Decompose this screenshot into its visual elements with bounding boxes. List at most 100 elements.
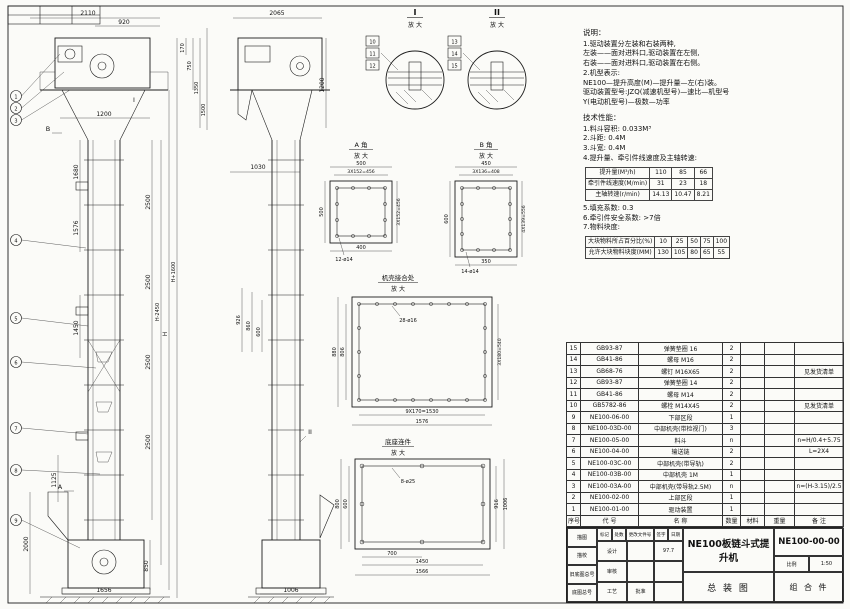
dim-label: 600	[444, 214, 450, 224]
item-ref: 12	[369, 64, 375, 70]
table-cell: 输送链	[638, 445, 723, 458]
table-cell: 螺栓 M14X45	[638, 399, 723, 412]
title-block-cell: 底图总号	[567, 583, 597, 602]
text-line: 驱动装置型号:JZQ(减速机型号)—速比—机型号	[583, 88, 730, 97]
title-block: 描图描校旧底图总号底图总号 标记处数更改文件号签字日期 设计 97.7 审核 工…	[566, 527, 844, 603]
dim-label: 500	[319, 207, 325, 217]
table-cell	[740, 353, 765, 366]
dim-label: 9X170=1530	[405, 409, 438, 415]
text-line: 2.机型表示:	[583, 68, 621, 77]
signature-cell	[627, 561, 654, 582]
detail-view-casing-joint: 机壳接合处 放 大 28-ø16 880 806 3X180=540 9X170…	[332, 273, 503, 426]
dim-label: 860	[246, 321, 252, 331]
text-line: 6.牵引件安全系数: >7倍	[583, 213, 661, 222]
text-line: 右装——面对进料口,驱动装置在右侧。	[583, 59, 705, 68]
dim-label: 4X139=556	[521, 205, 527, 233]
table-cell: 6	[566, 445, 581, 458]
table-cell: 80	[687, 247, 701, 260]
detail-view-base-plate: 底座连件 放 大 8-ø25 600 800 916 1006 700 1450…	[335, 437, 509, 576]
table-cell	[764, 480, 795, 493]
section-mark-b: B	[46, 125, 50, 133]
table-cell	[794, 491, 844, 504]
table-header-cell: 材料	[740, 514, 765, 527]
dim-label: 3X180=540	[497, 338, 503, 366]
dim-label: 880	[332, 347, 338, 357]
table-cell	[794, 353, 844, 366]
table-cell	[794, 503, 844, 516]
dim-label: 1566	[416, 569, 429, 575]
title-block-cell: 描图	[567, 528, 597, 547]
balloon-label: 6	[14, 361, 17, 367]
drawing-title: NE100板链斗式提升机	[683, 528, 774, 573]
table-cell: 2	[722, 399, 741, 412]
table-cell	[740, 468, 765, 481]
table-cell	[740, 422, 765, 435]
dim-label: 350	[481, 259, 491, 265]
table-cell	[764, 491, 795, 504]
table-header-cell: 数量	[722, 514, 741, 527]
title-block-cell: 更改文件号	[626, 528, 654, 541]
table-cell: NE100-01-00	[580, 503, 639, 516]
balloon-label: 9	[14, 519, 17, 525]
table-cell	[764, 434, 795, 447]
detail-view-b-corner: B 角 放 大 450 3X136=408 600 4X139=556 350 …	[444, 140, 527, 275]
dim-label: 1656	[96, 587, 111, 594]
title-block-cell: 描校	[567, 546, 597, 565]
table-cell: 中部机壳(带检视门)	[638, 422, 723, 435]
dim-label: 700	[387, 551, 397, 557]
text-line: 2.斗距: 0.4M	[583, 134, 626, 143]
table-cell: 85	[671, 166, 695, 179]
table-cell: 2	[566, 491, 581, 504]
scale-label: 比例	[774, 556, 809, 572]
table-cell: 下部区段	[638, 411, 723, 424]
table-cell: 螺母 M14	[638, 388, 723, 401]
table-cell: NE100-05-00	[580, 434, 639, 447]
table-cell: 2	[722, 388, 741, 401]
table-cell: 中部机壳(带导轨2.5M)	[638, 480, 723, 493]
table-cell	[740, 434, 765, 447]
sheet-frame	[7, 5, 844, 604]
table-cell: NE100-03A-00	[580, 480, 639, 493]
table-cell	[764, 388, 795, 401]
dim-label: 600	[256, 327, 262, 337]
title-block-signature-grid: 标记处数更改文件号签字日期 设计 97.7 审核 工艺 批准	[597, 528, 683, 602]
part-kind: 组 合 件	[774, 572, 844, 602]
dim-label: 1200	[96, 111, 111, 118]
date-cell	[654, 561, 683, 582]
detail-view-ii: II 放 大 13 14 15	[447, 8, 527, 110]
table-cell: GB41-86	[580, 353, 639, 366]
table-cell	[740, 457, 765, 470]
table-cell: 14.13	[649, 188, 673, 201]
section-mark-a: A	[58, 483, 63, 491]
item-ref: 14	[451, 52, 457, 58]
dim-label: 1350	[194, 82, 200, 95]
detail-title: II	[494, 8, 500, 17]
right-panel: 说明： 1.驱动装置分左装和右装两种, 左装——面对进料口,驱动装置在左侧, 右…	[563, 6, 844, 603]
holes-label: 14-ø14	[461, 269, 479, 275]
detail-view-a-corner: A 角 放 大 500 3X152=456 500 3X152=456 400 …	[319, 140, 402, 263]
table-cell	[740, 445, 765, 458]
balloon-label: 1	[14, 95, 17, 101]
dim-label: 800	[335, 499, 341, 509]
table-cell	[764, 399, 795, 412]
drawing-number: NE100-00-00	[774, 528, 844, 556]
scale-value: 1:50	[809, 556, 844, 572]
detail-title: 机壳接合处	[382, 273, 415, 282]
text-line: 5.填充系数: 0.3	[583, 203, 634, 212]
table-cell: 中部机壳(带导轨)	[638, 457, 723, 470]
table-cell: 10	[566, 399, 581, 412]
table-cell: 15	[566, 342, 581, 355]
dim-label: 1450	[73, 320, 80, 335]
dim-label: 2500	[145, 194, 152, 209]
table-cell	[764, 342, 795, 355]
title-block-cell: 处数	[612, 528, 626, 541]
